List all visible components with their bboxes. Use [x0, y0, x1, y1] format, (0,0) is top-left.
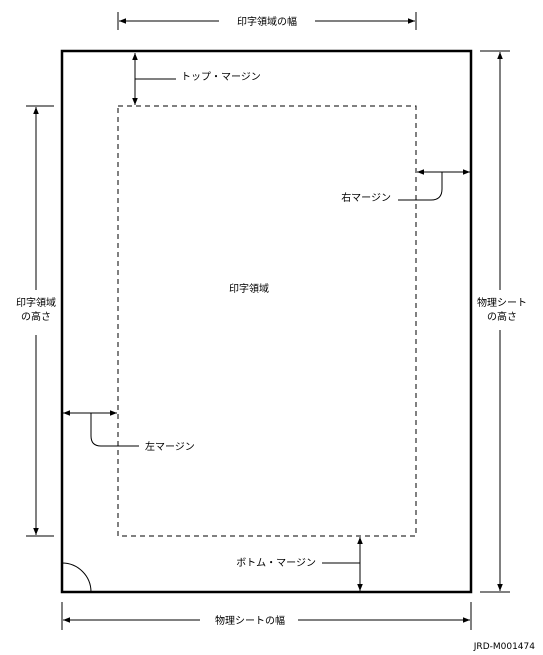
label-print-area: 印字領域 — [229, 282, 269, 295]
printable-area — [117, 105, 417, 537]
leader-right-margin — [398, 172, 443, 201]
leader-left-margin — [90, 413, 139, 447]
figure-id: JRD-M001474 — [473, 642, 535, 652]
label-print-area-height-2: の高さ — [21, 310, 51, 323]
label-sheet-height-1: 物理シート — [477, 296, 527, 309]
label-print-area-height-1: 印字領域 — [16, 296, 56, 309]
label-right-margin: 右マージン — [341, 191, 391, 204]
label-sheet-height-2: の高さ — [487, 310, 517, 323]
label-sheet-width: 物理シートの幅 — [215, 614, 285, 627]
label-bottom-margin: ボトム・マージン — [236, 557, 316, 569]
corner-arc — [61, 562, 92, 593]
label-left-margin: 左マージン — [145, 440, 195, 453]
label-print-area-width: 印字領域の幅 — [237, 15, 297, 28]
label-top-margin: トップ・マージン — [181, 71, 261, 83]
physical-sheet — [60, 49, 473, 594]
